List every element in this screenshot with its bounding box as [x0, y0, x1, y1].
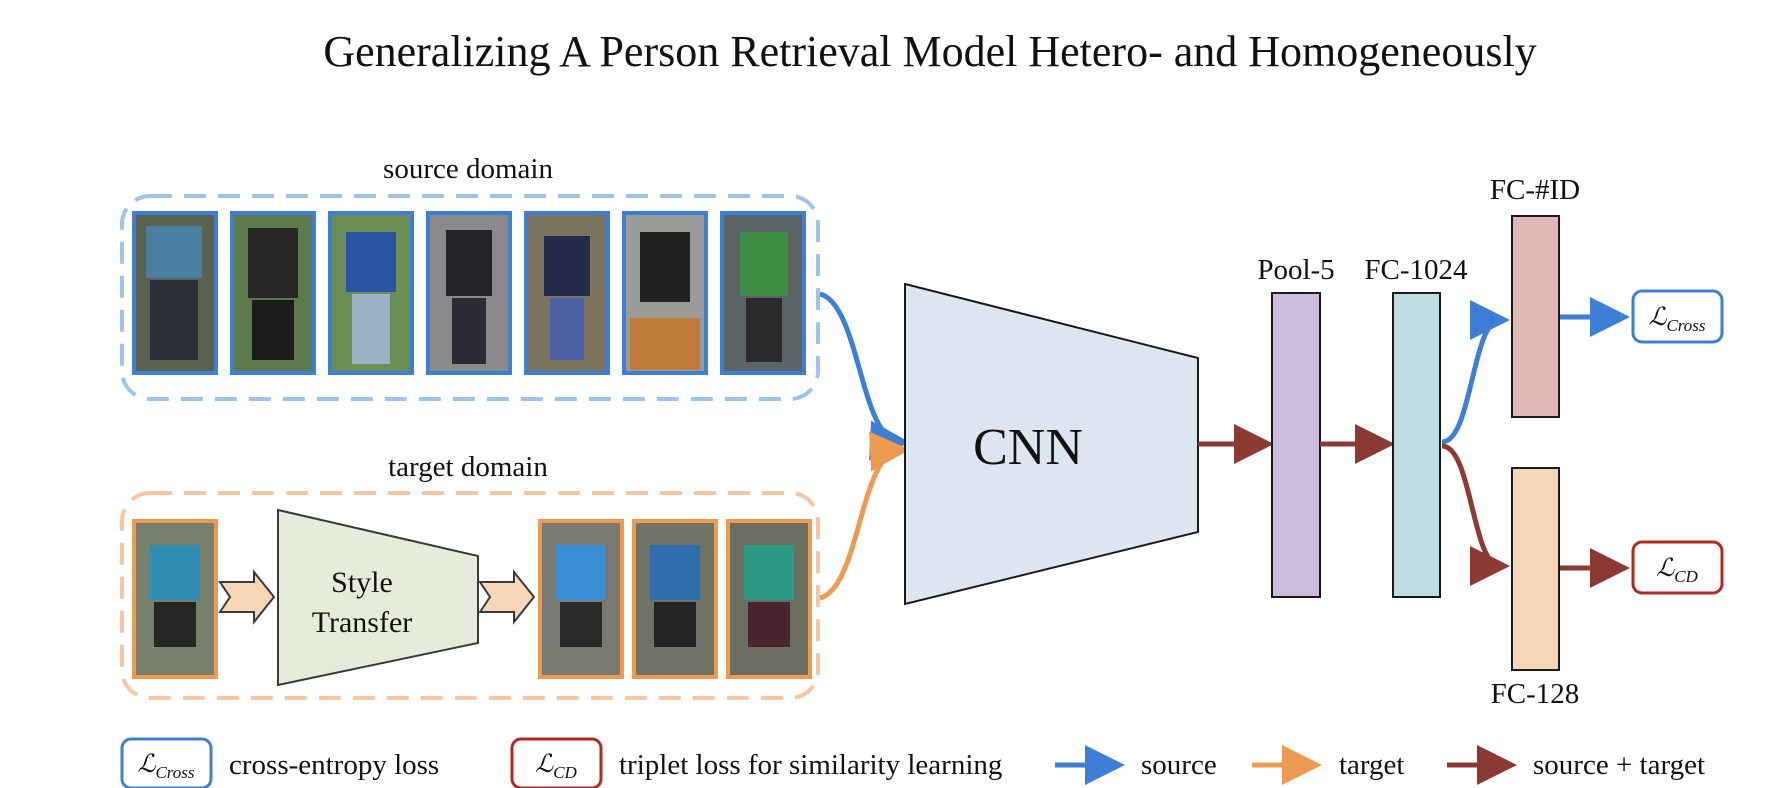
target-domain-label: target domain [388, 451, 548, 483]
legend-cd-box [510, 737, 603, 788]
target-domain-group [120, 491, 820, 700]
cd-loss-symbol: ℒ [1656, 555, 1675, 582]
svg-text:ℒCross: ℒCross [137, 751, 194, 782]
fc128-label: FC-128 [1491, 678, 1580, 710]
legend-cross-subscript: Cross [155, 763, 194, 782]
cross-loss-subscript: Cross [1666, 316, 1705, 335]
from-style-transfer-arrow [478, 569, 536, 625]
legend-source-label: source [1141, 749, 1217, 781]
svg-text:ℒCD: ℒCD [1656, 555, 1698, 586]
legend-source-target-label: source + target [1533, 749, 1705, 781]
legend-cross-box [120, 737, 213, 788]
source-image-7 [720, 211, 806, 375]
fc1024-layer [1392, 292, 1441, 598]
svg-text:ℒCross: ℒCross [1648, 304, 1705, 335]
style-transfer-label-line2: Transfer [312, 606, 413, 639]
legend-cross-symbol: ℒ [137, 751, 156, 778]
legend-cross-desc: cross-entropy loss [229, 749, 439, 781]
source-to-cnn-arrow [819, 291, 910, 461]
styled-target-images [538, 519, 812, 679]
pool5-layer [1271, 292, 1321, 598]
cross-loss-symbol: ℒ [1648, 304, 1667, 331]
page-title: Generalizing A Person Retrieval Model He… [323, 27, 1536, 76]
legend-target-label: target [1339, 749, 1405, 781]
cd-loss-subscript: CD [1674, 567, 1698, 586]
pool5-label: Pool-5 [1257, 254, 1334, 286]
fc1024-to-fcid-arrow [1441, 300, 1510, 445]
source-image-1 [132, 211, 218, 375]
source-image-2 [230, 211, 316, 375]
source-domain-group [120, 194, 820, 401]
fc1024-label: FC-1024 [1364, 254, 1468, 286]
source-image-4 [426, 211, 512, 375]
triplet-loss-box: ℒCD [1631, 540, 1724, 595]
source-domain-label: source domain [383, 153, 553, 185]
to-style-transfer-arrow [218, 569, 276, 625]
source-image-5 [524, 211, 610, 375]
target-image-original [132, 519, 218, 679]
cnn-block: CNN [904, 282, 1199, 606]
target-to-cnn-arrow [819, 431, 910, 601]
source-images [132, 211, 806, 375]
fcid-label: FC-#ID [1490, 174, 1580, 206]
legend-cd-symbol: ℒ [535, 751, 554, 778]
legend-cd-desc: triplet loss for similarity learning [619, 749, 1002, 781]
styled-target-image-1 [538, 519, 624, 679]
fc1024-to-fc128-arrow [1441, 443, 1510, 586]
cnn-label: CNN [973, 419, 1083, 476]
legend: ℒCross cross-entropy loss ℒCD triplet lo… [120, 737, 1705, 788]
source-image-6 [622, 211, 708, 375]
style-transfer-block: Style Transfer [277, 508, 479, 687]
styled-target-image-2 [632, 519, 718, 679]
styled-target-image-3 [726, 519, 812, 679]
source-image-3 [328, 211, 414, 375]
fcid-layer [1511, 215, 1560, 418]
fc128-layer [1511, 467, 1560, 671]
svg-text:ℒCD: ℒCD [535, 751, 577, 782]
legend-cd-subscript: CD [553, 763, 577, 782]
style-transfer-label-line1: Style [331, 566, 393, 599]
cross-entropy-loss-box: ℒCross [1631, 289, 1724, 344]
